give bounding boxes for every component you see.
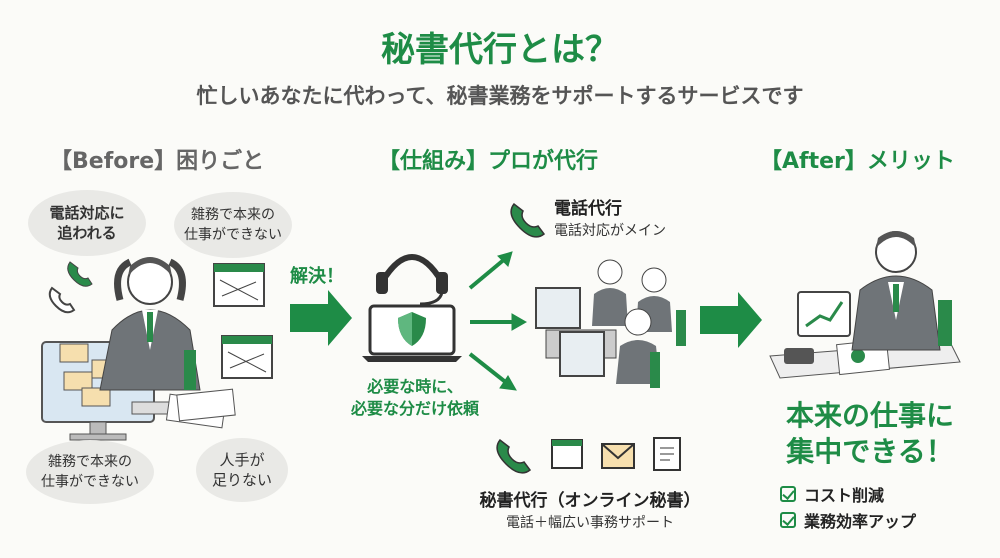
check-icon <box>780 512 796 528</box>
online-service-sub: 電話＋幅広い事務サポート <box>506 515 674 531</box>
smartphone-icon <box>784 348 814 364</box>
merit-item: 業務効率アップ <box>780 508 916 532</box>
mechanism-heading: 【仕組み】プロが代行 <box>378 149 599 174</box>
document-icon <box>653 437 681 471</box>
phone-icon-2 <box>48 286 76 314</box>
operator-1 <box>592 259 628 326</box>
calendar-icon-3 <box>551 439 583 469</box>
after-message: 本来の仕事に 集中できる！ <box>785 399 954 468</box>
phone-icon <box>67 261 93 287</box>
mail-icon <box>601 443 635 469</box>
calendar-icon <box>213 263 265 307</box>
check-icon <box>780 486 796 502</box>
stressed-person <box>99 257 201 391</box>
operator-3 <box>616 308 660 384</box>
page-subtitle: 忙しいあなたに代わって、秘書業務をサポートするサービスです <box>196 84 804 108</box>
solve-label: 解決！ <box>290 266 344 287</box>
phone-service-sub: 電話対応がメイン <box>554 223 666 239</box>
merit-item: コスト削減 <box>780 482 884 506</box>
calendar-icon-2 <box>221 335 273 379</box>
bubble-phone-overload: 電話対応に 追われる <box>28 190 146 256</box>
phone-icon-4 <box>496 438 532 474</box>
after-heading: 【After】メリット <box>760 149 955 174</box>
bubble-chores: 雑務で本来の 仕事ができない <box>174 192 292 258</box>
papers-icon <box>165 388 236 429</box>
page-title: 秘書代行とは？ <box>381 30 619 70</box>
relaxed-person <box>851 231 941 351</box>
tablet-icon <box>797 291 851 337</box>
mechanism-note: 必要な時に、 必要な分だけ依頼 <box>350 377 479 418</box>
bubble-chores-2: 雑務で本来の 仕事ができない <box>26 440 154 504</box>
phone-service-title: 電話代行 <box>554 199 622 219</box>
headset-icon <box>376 254 448 306</box>
before-heading: 【Before】困りごと <box>50 149 265 174</box>
online-service-title: 秘書代行（オンライン秘書） <box>479 491 701 511</box>
bubble-shortstaffed: 人手が 足りない <box>196 438 288 502</box>
shield-icon <box>398 312 426 346</box>
phone-icon-3 <box>510 202 546 238</box>
